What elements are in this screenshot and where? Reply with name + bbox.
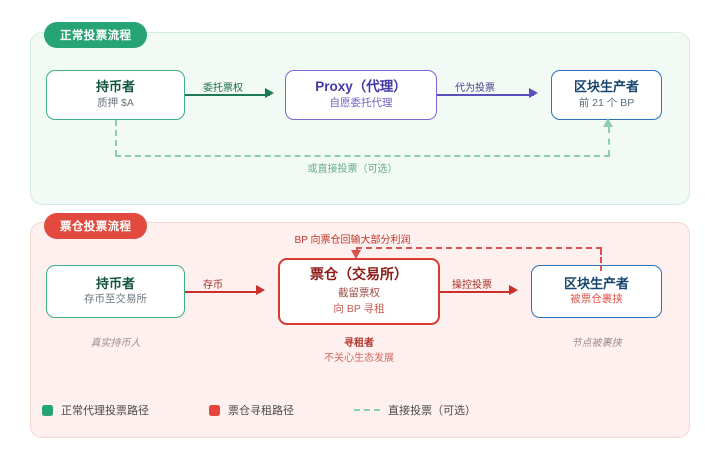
node-farm-bp-title: 区块生产者 (563, 275, 629, 291)
edge-manipulate-label: 操控投票 (452, 280, 492, 291)
edge-deposit-label: 存币 (203, 280, 223, 291)
node-vote-farm: 票仓（交易所） 截留票权 向 BP 寻租 (278, 258, 440, 325)
edge-kickback-label: BP 向票仓回输大部分利润 (294, 235, 411, 246)
node-farm-bp: 区块生产者 被票仓裹挟 (531, 265, 662, 318)
edge-direct-vote-arrowhead (603, 118, 613, 127)
edge-direct-vote-segment-right (608, 127, 610, 156)
edge-vote-on-behalf-label: 代为投票 (455, 83, 495, 94)
edge-kickback-arrowhead (351, 250, 361, 259)
edge-direct-vote-label: 或直接投票（可选） (307, 164, 398, 175)
edge-manipulate-arrowhead (509, 285, 518, 295)
node-vote-farm-sub: 截留票权 (338, 287, 380, 300)
node-normal-bp: 区块生产者 前 21 个 BP (551, 70, 662, 120)
node-normal-bp-sub: 前 21 个 BP (578, 96, 635, 109)
legend-label-farm: 票仓寻租路径 (228, 405, 294, 417)
edge-direct-vote-segment-left (115, 120, 117, 156)
edge-vote-on-behalf-line (437, 94, 534, 96)
edge-manipulate-line (440, 291, 514, 293)
node-farm-holder-sub: 存币至交易所 (84, 293, 147, 306)
edge-delegate-label: 委托票权 (203, 83, 243, 94)
legend-label-normal: 正常代理投票路径 (61, 405, 149, 417)
legend-item-normal: 正常代理投票路径 (42, 402, 149, 418)
edge-vote-on-behalf-arrowhead (529, 88, 538, 98)
edge-deposit-line (185, 291, 261, 293)
edge-deposit-arrowhead (256, 285, 265, 295)
legend-swatch-normal-icon (42, 404, 53, 416)
caption-node-captured-text: 节点被裹挟 (571, 338, 622, 349)
legend: 正常代理投票路径 票仓寻租路径 直接投票（可选） (42, 402, 536, 418)
node-proxy-sub: 自愿委托代理 (329, 97, 393, 110)
node-normal-holder-title: 持币者 (95, 79, 135, 95)
panel-normal-voting-badge: 正常投票流程 (44, 22, 148, 48)
legend-swatch-direct-icon (354, 409, 380, 411)
edge-delegate-line (185, 94, 270, 96)
node-normal-holder: 持币者 质押 $A (46, 70, 185, 120)
node-farm-holder-title: 持币者 (95, 275, 135, 291)
legend-swatch-farm-icon (209, 404, 220, 416)
node-farm-bp-sub: 被票仓裹挟 (570, 293, 623, 306)
edge-kickback-segment-top (356, 247, 602, 249)
edge-delegate-arrowhead (265, 88, 274, 98)
node-farm-holder: 持币者 存币至交易所 (46, 265, 185, 318)
caption-real-holder: 真实持币人 (46, 336, 185, 351)
edge-kickback-segment-right (600, 249, 602, 271)
caption-rent-seeker-title: 寻租者 (344, 338, 374, 349)
node-vote-farm-title: 票仓（交易所） (310, 266, 408, 283)
caption-node-captured: 节点被裹挟 (531, 336, 662, 351)
node-proxy-title: Proxy（代理） (315, 79, 407, 95)
node-normal-bp-title: 区块生产者 (573, 79, 639, 95)
legend-label-direct: 直接投票（可选） (388, 405, 476, 417)
caption-real-holder-text: 真实持币人 (90, 338, 141, 349)
panel-vote-farm-badge: 票仓投票流程 (44, 213, 148, 239)
node-vote-farm-sub2: 向 BP 寻租 (333, 302, 385, 315)
legend-item-farm: 票仓寻租路径 (209, 402, 294, 418)
edge-direct-vote-segment-bottom (115, 155, 610, 157)
legend-item-direct: 直接投票（可选） (354, 402, 476, 418)
node-normal-holder-sub: 质押 $A (97, 96, 134, 109)
caption-rent-seeker-sub: 不关心生态发展 (324, 353, 394, 364)
node-proxy: Proxy（代理） 自愿委托代理 (285, 70, 437, 120)
caption-rent-seeker: 寻租者 不关心生态发展 (278, 336, 440, 366)
